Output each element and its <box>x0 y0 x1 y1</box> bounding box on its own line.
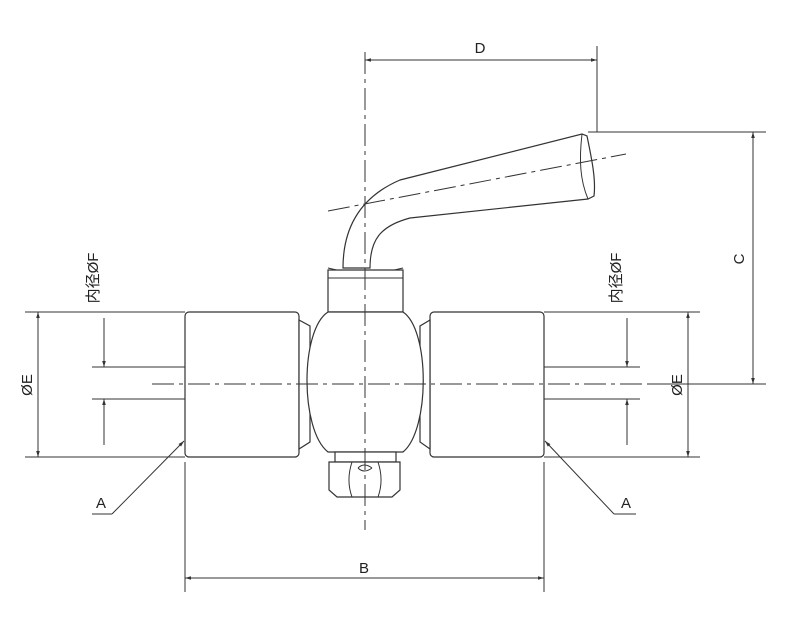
dimension-b: B <box>184 462 545 592</box>
nut-hex <box>328 461 401 498</box>
label-e-left: ØE <box>19 374 36 396</box>
handle-tip-curve <box>579 133 589 200</box>
dimension-f-right: 内径ØF <box>544 253 640 445</box>
label-b: B <box>359 560 369 577</box>
label-f-left: 内径ØF <box>85 253 102 304</box>
dimension-e-left: ØE <box>19 311 185 458</box>
label-a-left: A <box>96 495 106 512</box>
label-a-right: A <box>621 495 631 512</box>
valve-handle <box>327 133 627 274</box>
dimension-d: D <box>365 40 598 132</box>
handle-lever <box>342 133 596 269</box>
leader-a-left: A <box>92 440 185 515</box>
dimension-f-left: 内径ØF <box>85 253 185 445</box>
dimension-e-right: ØE <box>544 311 700 458</box>
leader-a-right: A <box>544 440 636 515</box>
dimension-c: C <box>588 131 766 385</box>
label-e-right: ØE <box>669 374 686 396</box>
label-c: C <box>731 253 748 264</box>
handle-centerline <box>327 153 627 212</box>
label-d: D <box>475 40 486 57</box>
label-f-right: 内径ØF <box>608 253 625 304</box>
